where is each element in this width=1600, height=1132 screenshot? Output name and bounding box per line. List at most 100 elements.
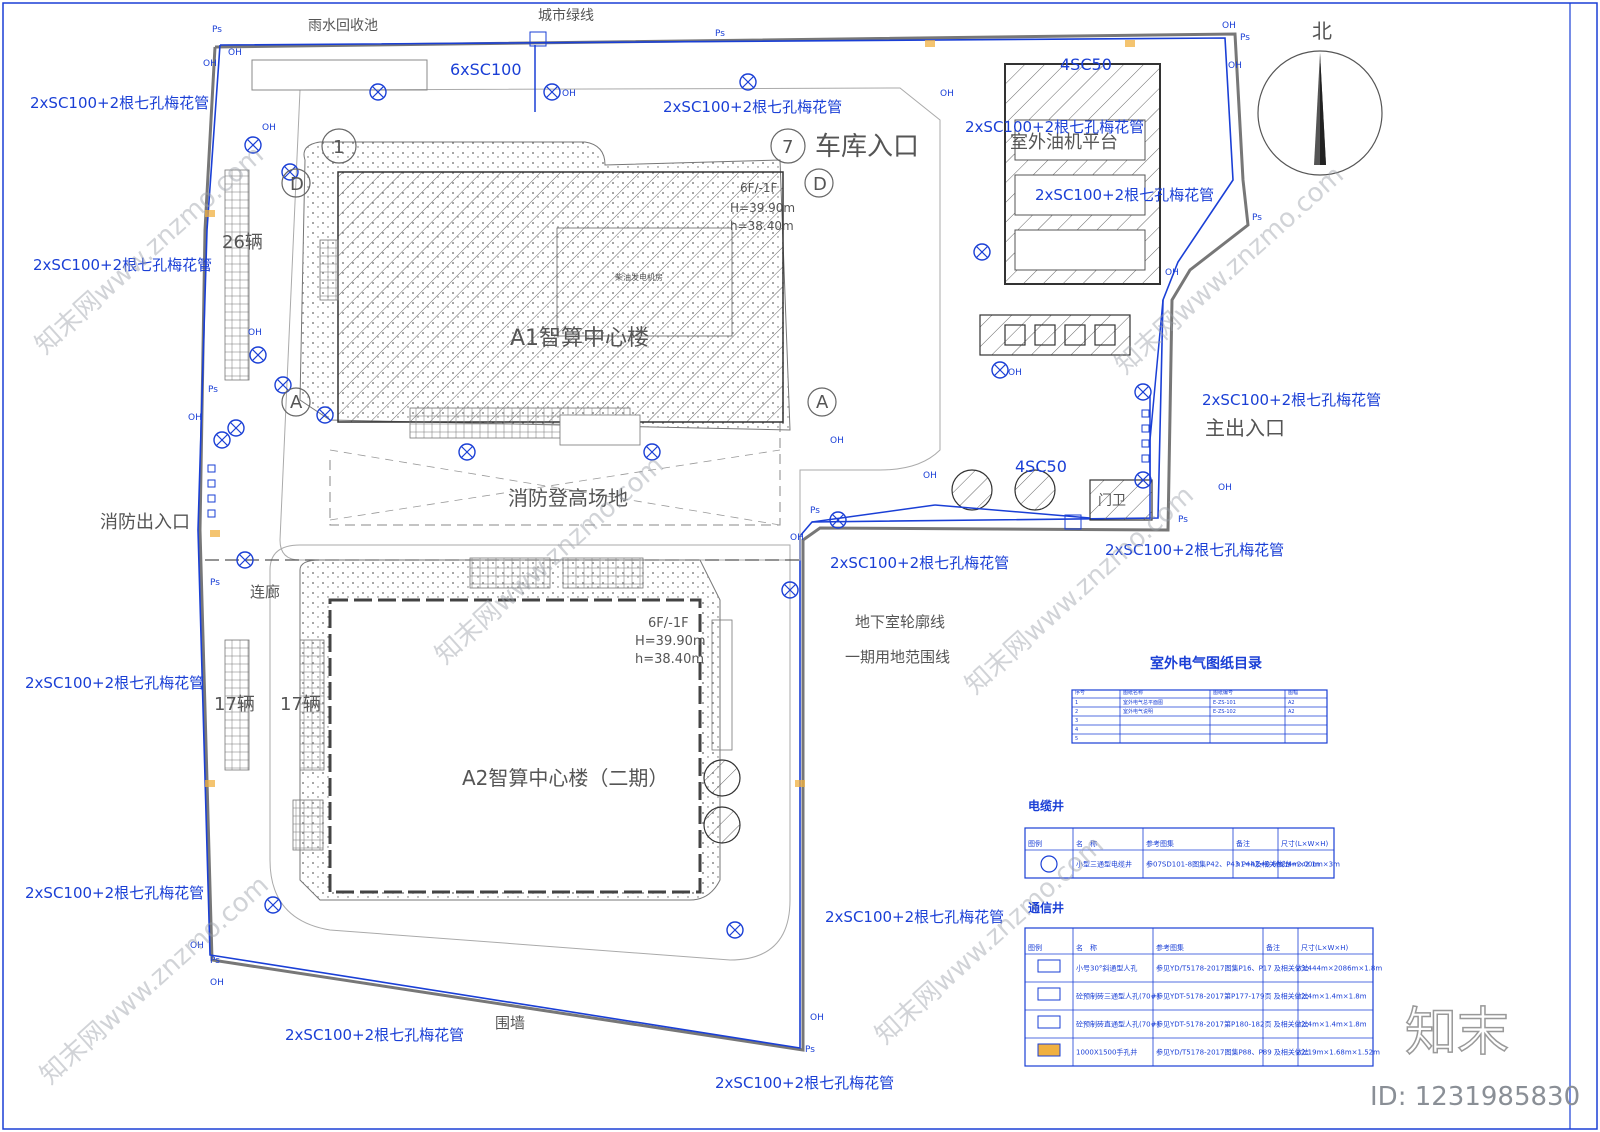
oh-tag: OH <box>830 436 844 446</box>
table-header-cell: 序号 <box>1075 689 1085 696</box>
cable-label: 2xSC100+2根七孔梅花管 <box>1035 186 1214 204</box>
conduit-4sc50-mid: 4SC50 <box>1015 457 1067 476</box>
well-legend-icon <box>1037 987 1061 1001</box>
table-header-cell: 参考图集 <box>1156 943 1184 952</box>
oh-tag: OH <box>1222 21 1236 31</box>
a1-building-label: A1智算中心楼 <box>510 326 649 351</box>
ps-tag: Ps <box>1240 33 1250 43</box>
table-cell: 3.444m×2086m×1.8m <box>1301 964 1382 972</box>
ps-tag: Ps <box>212 25 222 35</box>
axis-a2-label: A <box>816 392 829 413</box>
cable-label: 2xSC100+2根七孔梅花管 <box>25 884 204 902</box>
cable-well-title: 电缆井 <box>1028 798 1064 813</box>
axis-7-label: 7 <box>782 137 793 158</box>
north-arrow <box>1257 50 1383 176</box>
table-cell: 1000X1500手孔井 <box>1076 1047 1137 1056</box>
corridor-label: 连廊 <box>250 583 280 601</box>
ps-tag: Ps <box>1252 213 1262 223</box>
oh-tag: OH <box>562 89 576 99</box>
guard-label: 门卫 <box>1098 493 1126 509</box>
comm-well-table: 图例名 称参考图集备注尺寸(L×W×H)小号30°斜通型人孔参见YD/T5178… <box>1024 927 1382 1067</box>
table-cell: 3 <box>1075 718 1078 724</box>
oh-tag: OH <box>790 533 804 543</box>
a2-building-label: A2智算中心楼（二期） <box>462 766 668 790</box>
table-header-cell: 备注 <box>1266 943 1280 952</box>
comm-well-title: 通信井 <box>1028 900 1064 915</box>
table-cell: 2.4m×1.4m×1.8m <box>1301 1020 1367 1028</box>
oh-tag: OH <box>1008 368 1022 378</box>
table-header-cell: 参考图集 <box>1146 839 1174 848</box>
axis-1-label: 1 <box>333 137 344 158</box>
ps-tag: Ps <box>210 578 220 588</box>
ps-tag: Ps <box>810 506 820 516</box>
table-cell: 5 <box>1075 736 1078 742</box>
well-legend-icon <box>1037 959 1061 973</box>
oh-tag: OH <box>1218 483 1232 493</box>
inner-room-label: 柴油发电机房 <box>615 272 663 282</box>
north-label: 北 <box>1312 19 1332 43</box>
table-cell: E-ZS-101 <box>1213 700 1236 706</box>
green-line-label: 城市绿线 <box>538 7 594 24</box>
table-header-cell: 图幅 <box>1288 689 1298 696</box>
table-cell: 参见YDT-5178-2017第P180-182页 及相关做法 <box>1156 1019 1309 1028</box>
table-cell: E-ZS-102 <box>1213 709 1236 715</box>
table-header-cell: 备注 <box>1236 839 1250 848</box>
a2-height-label: H=39.90m <box>635 634 706 649</box>
table-cell: 参见YD/T5178-2017图集P16、P17 及相关做法 <box>1156 963 1309 972</box>
a2-floor-label: 6F/-1F <box>648 616 689 631</box>
well-legend-icon <box>1037 1043 1061 1057</box>
table-cell: 小号30°斜通型人孔 <box>1076 963 1137 972</box>
table-header-cell: 名 称 <box>1076 839 1097 848</box>
table-cell: 参见YD/T5178-2017图集P88、P89 及相关做法 <box>1156 1047 1309 1056</box>
oh-tag: OH <box>190 941 204 951</box>
cable-label: 2xSC100+2根七孔梅花管 <box>33 256 212 274</box>
oh-tag: OH <box>228 48 242 58</box>
parking-26-label: 26辆 <box>222 232 263 253</box>
fire-platform-label: 消防登高场地 <box>508 486 628 510</box>
table-header-cell: 尺寸(L×W×H) <box>1281 839 1329 848</box>
ps-tag: Ps <box>715 29 725 39</box>
asset-id: ID: 1231985830 <box>1370 1082 1580 1112</box>
cable-well-legend-icon <box>1040 855 1058 873</box>
oh-tag: OH <box>248 328 262 338</box>
table-cell: A2 <box>1288 709 1295 715</box>
table-cell: A2 <box>1288 700 1295 706</box>
cable-label: 2xSC100+2根七孔梅花管 <box>965 118 1144 136</box>
a2-height2-label: h=38.40m <box>635 652 704 667</box>
rain-pool-label: 雨水回收池 <box>308 18 378 34</box>
fire-entrance-label: 消防出入口 <box>100 512 190 533</box>
axis-a1-label: A <box>290 392 303 413</box>
table-cell: 砼预制砖直通型人孔(70#) <box>1076 1019 1160 1028</box>
oh-tag: OH <box>1228 61 1242 71</box>
garage-entrance-label: 车库入口 <box>815 132 919 162</box>
cable-label: 2xSC100+2根七孔梅花管 <box>715 1074 894 1092</box>
a1-height2-label: h=38.40m <box>730 219 794 233</box>
conduit-4sc50-top: 4SC50 <box>1060 55 1112 74</box>
a1-height-label: H=39.90m <box>730 201 795 215</box>
cable-label: 2xSC100+2根七孔梅花管 <box>285 1026 464 1044</box>
wall-label: 围墙 <box>495 1014 525 1032</box>
labels: 北 雨水回收池 城市绿线 6xSC100 4SC50 4SC50 车库入口 室外… <box>100 7 1332 1032</box>
cable-label: 2xSC100+2根七孔梅花管 <box>663 98 842 116</box>
well-legend-icon <box>1037 1015 1061 1029</box>
table-header-cell: 图例 <box>1028 839 1042 848</box>
oil-platform-label: 室外油机平台 <box>1010 132 1118 153</box>
table-header-cell: 名 称 <box>1076 943 1097 952</box>
oh-tag: OH <box>210 978 224 988</box>
oh-tag: OH <box>188 413 202 423</box>
oh-tag: OH <box>923 471 937 481</box>
axis-d1-label: D <box>290 174 304 195</box>
table-header-cell: 图例 <box>1028 943 1042 952</box>
phase1-boundary-label: 一期用地范围线 <box>845 648 950 666</box>
ps-tag: Ps <box>805 1045 815 1055</box>
table-header-cell: 图纸编号 <box>1213 689 1233 696</box>
brand-logo: 知末 <box>1405 1003 1509 1063</box>
ps-tag: Ps <box>210 956 220 966</box>
cable-label: 2xSC100+2根七孔梅花管 <box>30 94 209 112</box>
table-header-cell: 尺寸(L×W×H) <box>1301 943 1349 952</box>
parking-17b-label: 17辆 <box>280 694 321 715</box>
table-cell: 砼预制砖三通型人孔(70#) <box>1076 991 1160 1000</box>
table-cell: 2.4m×2.1m×3m <box>1281 860 1340 868</box>
